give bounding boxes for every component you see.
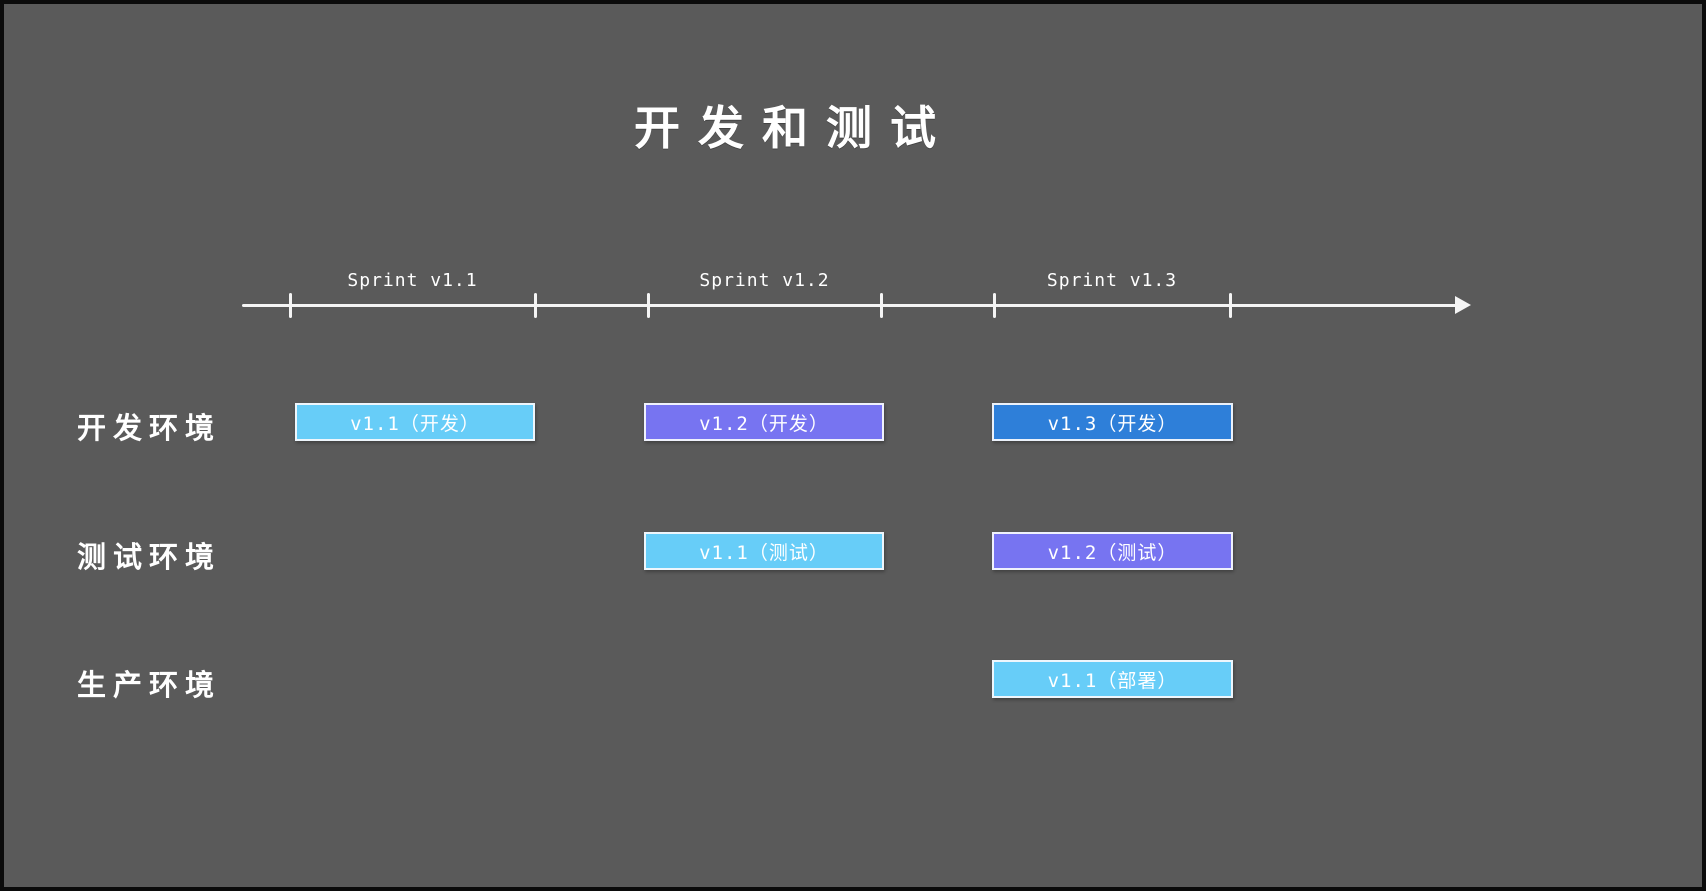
page-title: 开发和测试 xyxy=(634,101,954,155)
row-label-2: 生产环境 xyxy=(77,668,222,702)
version-bar: v1.2（开发） xyxy=(644,403,884,441)
sprint-label-1: Sprint v1.1 xyxy=(347,270,478,291)
version-bar: v1.2（测试） xyxy=(992,532,1233,570)
timeline-tick xyxy=(647,293,650,318)
version-bar: v1.1（部署） xyxy=(992,660,1233,698)
timeline-tick xyxy=(534,293,537,318)
timeline-tick xyxy=(289,293,292,318)
timeline-tick xyxy=(993,293,996,318)
sprint-label-2: Sprint v1.2 xyxy=(699,270,830,291)
version-bar: v1.1（测试） xyxy=(644,532,884,570)
timeline-arrowhead-icon xyxy=(1455,296,1471,314)
version-bar: v1.3（开发） xyxy=(992,403,1233,441)
sprint-label-3: Sprint v1.3 xyxy=(1046,270,1178,291)
row-label-1: 测试环境 xyxy=(77,540,222,574)
row-label-0: 开发环境 xyxy=(77,411,222,445)
timeline-line xyxy=(242,304,1458,307)
timeline-tick xyxy=(1229,293,1232,318)
version-bar: v1.1（开发） xyxy=(295,403,535,441)
timeline-tick xyxy=(880,293,883,318)
